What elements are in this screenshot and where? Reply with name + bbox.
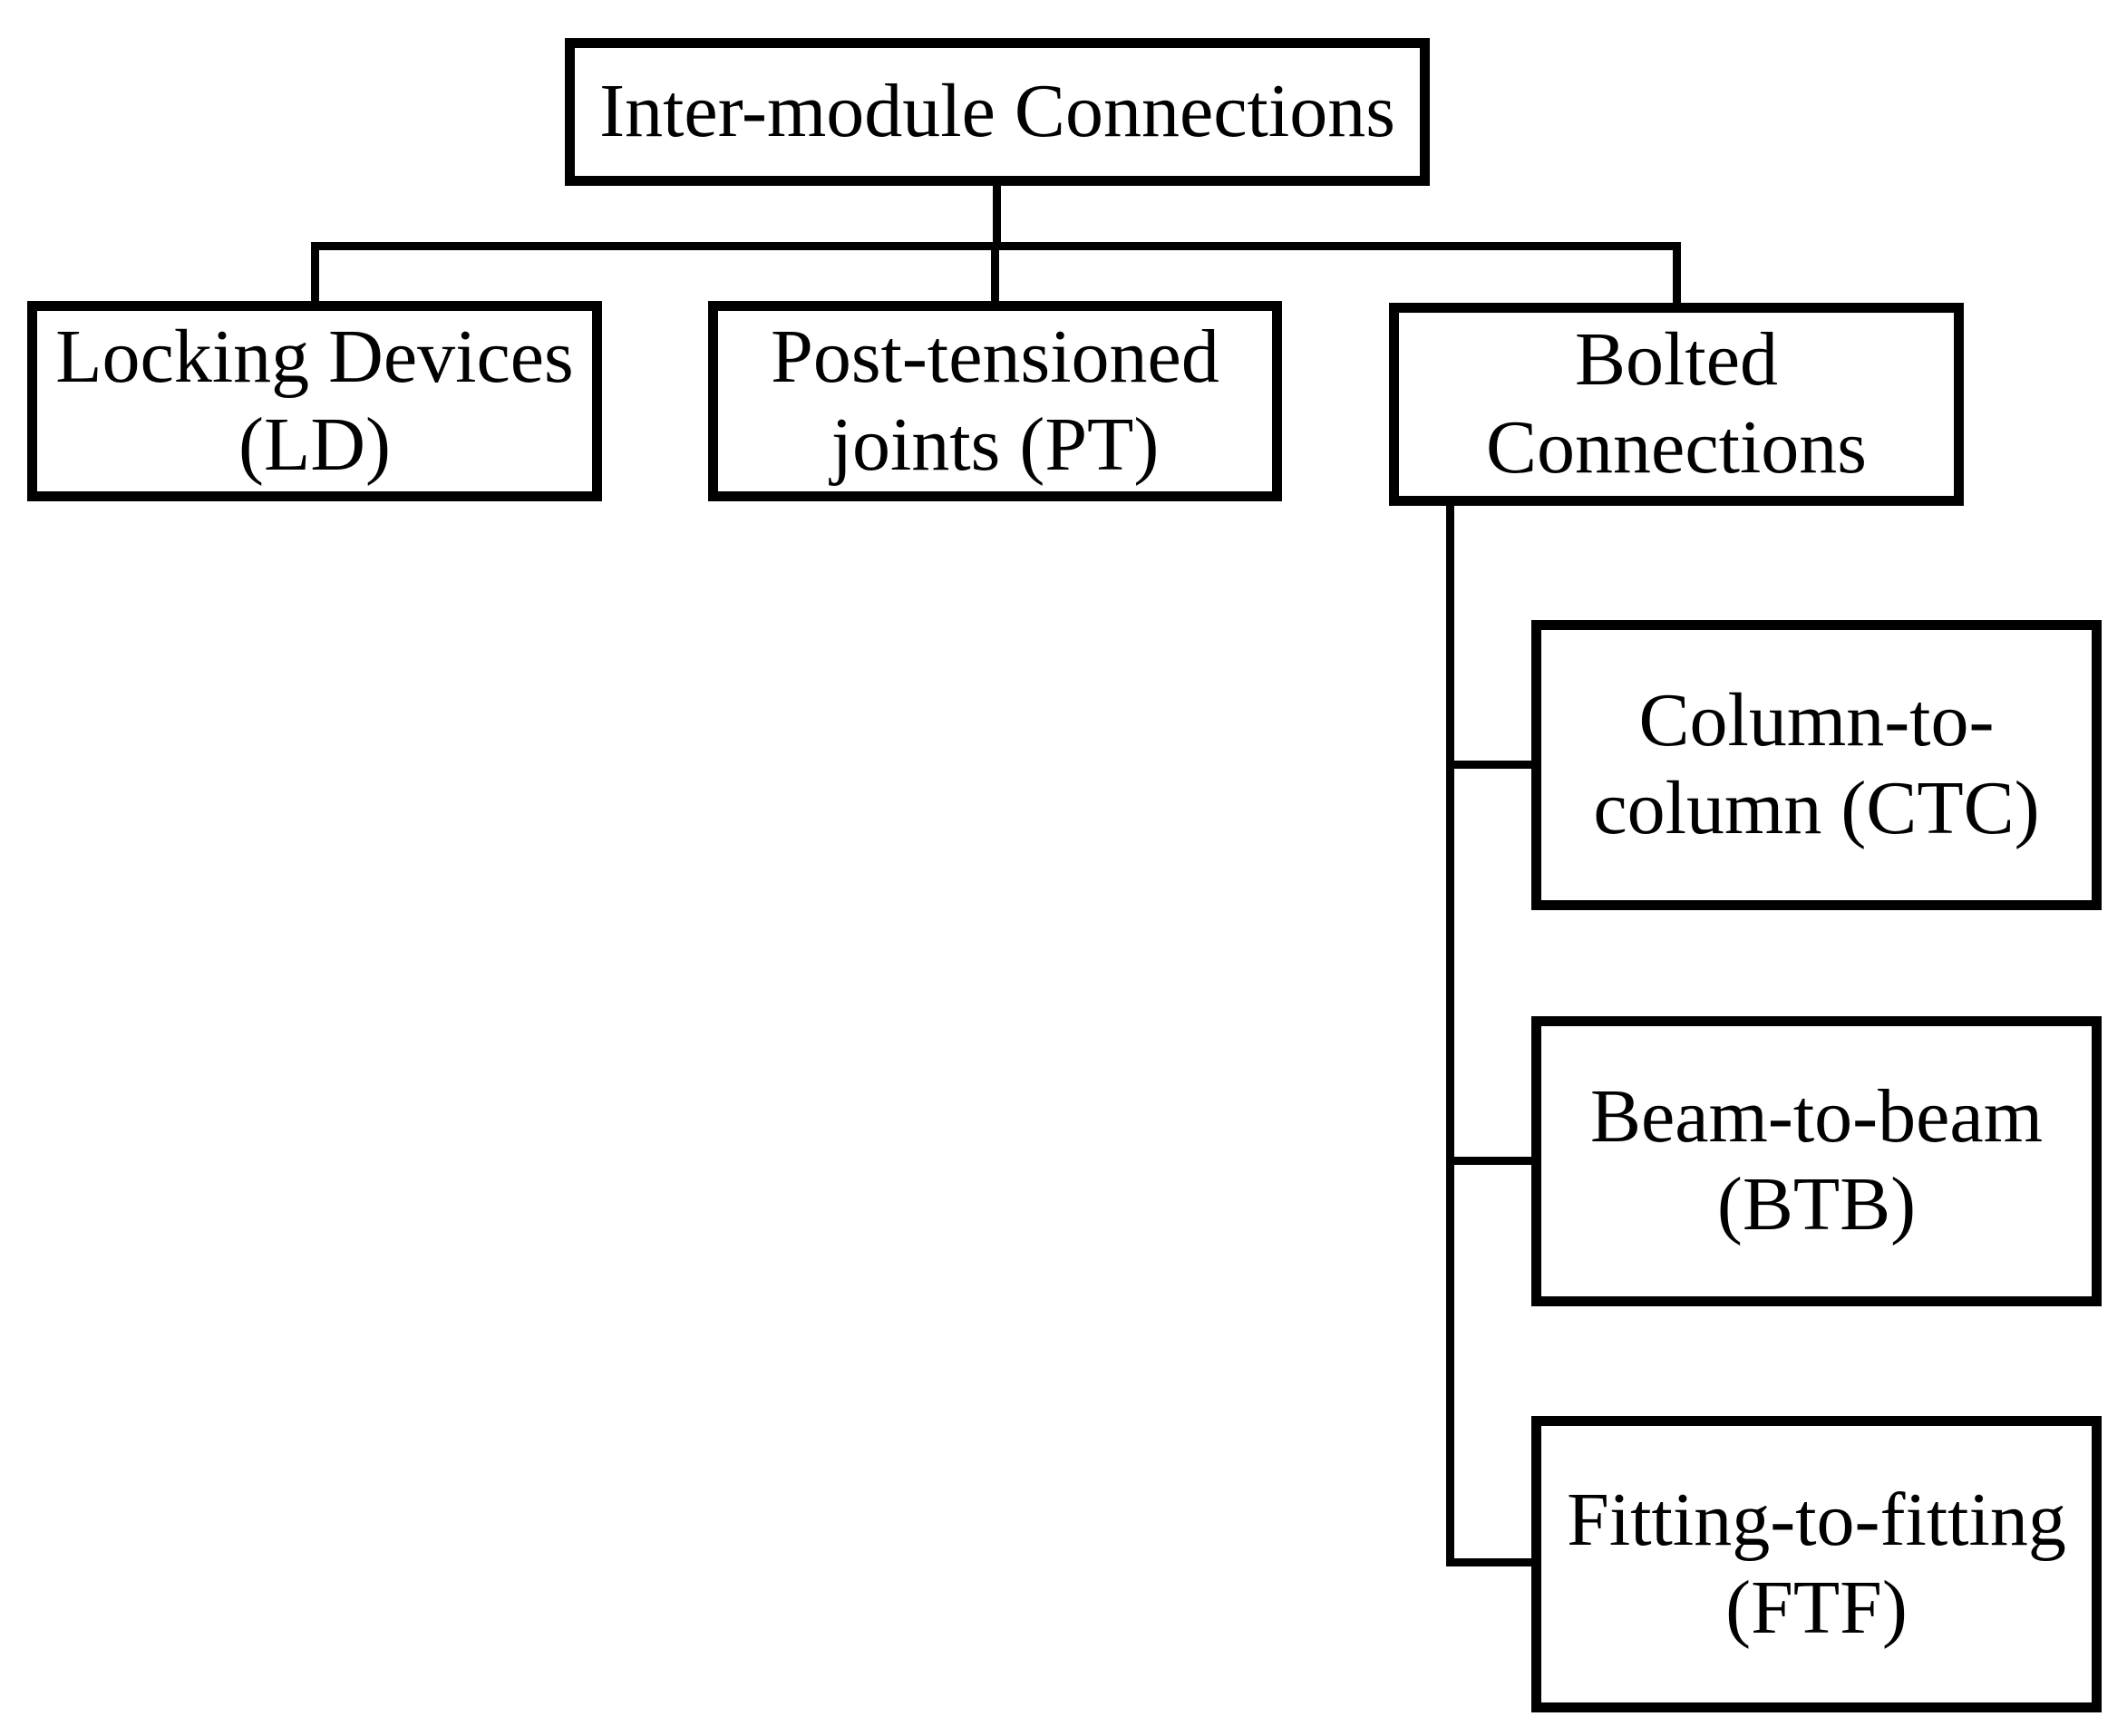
node-beam-to-beam: Beam-to-beam (BTB) xyxy=(1531,1016,2102,1306)
connector-locking-devices-stem xyxy=(311,250,319,301)
node-column-to-column: Column-to- column (CTC) xyxy=(1531,620,2102,910)
node-label-line1: Bolted xyxy=(1575,317,1778,402)
node-label-line2: joints (PT) xyxy=(830,402,1160,487)
node-label-line2: Connections xyxy=(1486,405,1867,490)
node-label-line1: Fitting-to-fitting xyxy=(1567,1477,2066,1562)
node-bolted-connections: Bolted Connections xyxy=(1389,303,1964,506)
node-label-line2: column (CTC) xyxy=(1593,766,2040,850)
node-label-line1: Post-tensioned xyxy=(771,314,1219,399)
connector-ctc-branch xyxy=(1446,761,1531,769)
node-fitting-to-fitting: Fitting-to-fitting (FTF) xyxy=(1531,1416,2102,1712)
node-label-line2: (BTB) xyxy=(1716,1162,1917,1246)
node-label-line1: Beam-to-beam xyxy=(1589,1074,2044,1159)
connector-root-stem xyxy=(993,186,1001,242)
node-label-line1: Locking Devices xyxy=(55,314,574,399)
connector-ftf-branch xyxy=(1446,1558,1531,1566)
node-label-line2: (FTF) xyxy=(1725,1565,1908,1650)
connector-btb-branch xyxy=(1446,1157,1531,1165)
node-label-line1: Column-to- xyxy=(1638,678,1995,763)
node-label: Inter-module Connections xyxy=(599,69,1395,154)
connector-level1-horizontal xyxy=(311,242,1681,250)
node-label-line2: (LD) xyxy=(238,402,391,487)
connector-post-tensioned-stem xyxy=(991,250,999,301)
connector-bolted-trunk xyxy=(1446,506,1454,1566)
node-locking-devices: Locking Devices (LD) xyxy=(27,301,602,501)
node-inter-module-connections: Inter-module Connections xyxy=(565,38,1430,186)
connector-bolted-stem xyxy=(1673,250,1681,303)
node-post-tensioned-joints: Post-tensioned joints (PT) xyxy=(708,301,1282,501)
